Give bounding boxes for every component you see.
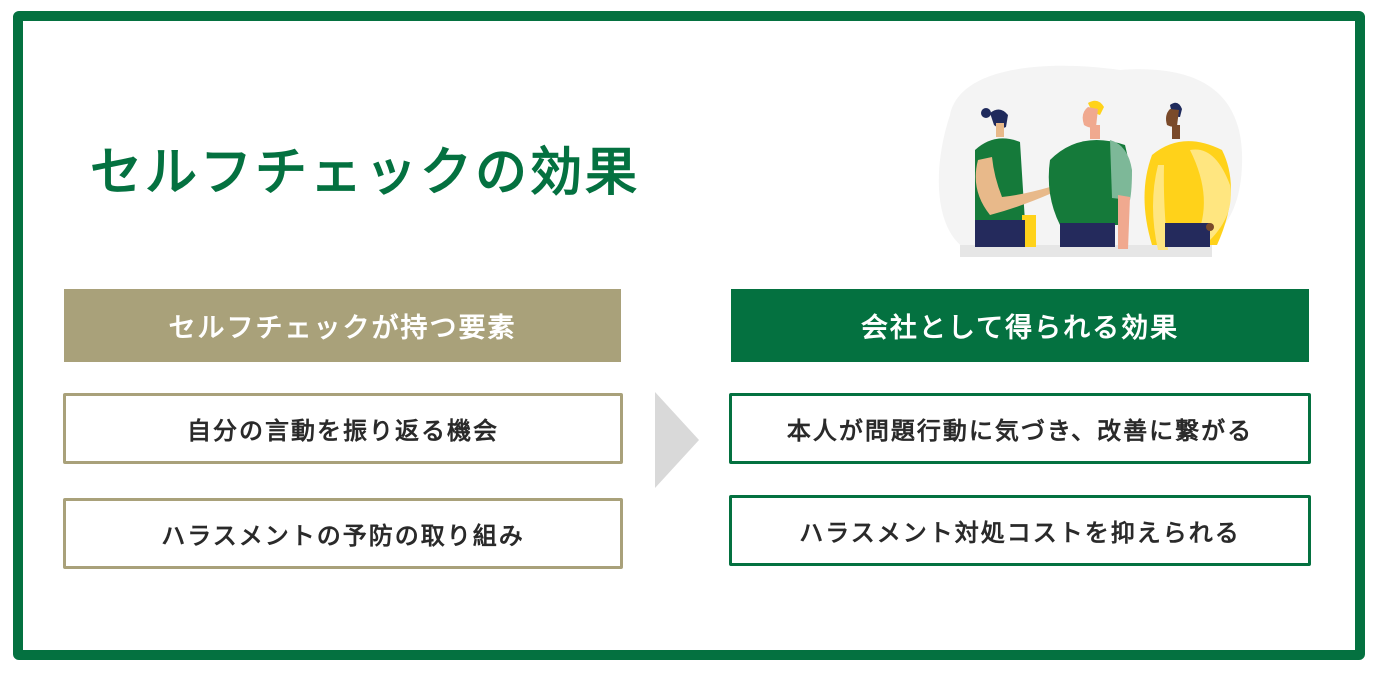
page-title: セルフチェックの効果 [90,143,641,203]
chevron-right-icon [655,392,699,488]
three-people-talking-illustration [938,65,1243,257]
left-item-harassment-prevention: ハラスメントの予防の取り組み [63,498,623,569]
right-item-cost-reduction: ハラスメント対処コストを抑えられる [729,495,1311,566]
right-item-awareness-improvement: 本人が問題行動に気づき、改善に繋がる [729,393,1311,464]
right-column-header: 会社として得られる効果 [731,289,1309,362]
left-column-header: セルフチェックが持つ要素 [64,289,621,362]
left-item-reflection-opportunity: 自分の言動を振り返る機会 [63,393,623,464]
